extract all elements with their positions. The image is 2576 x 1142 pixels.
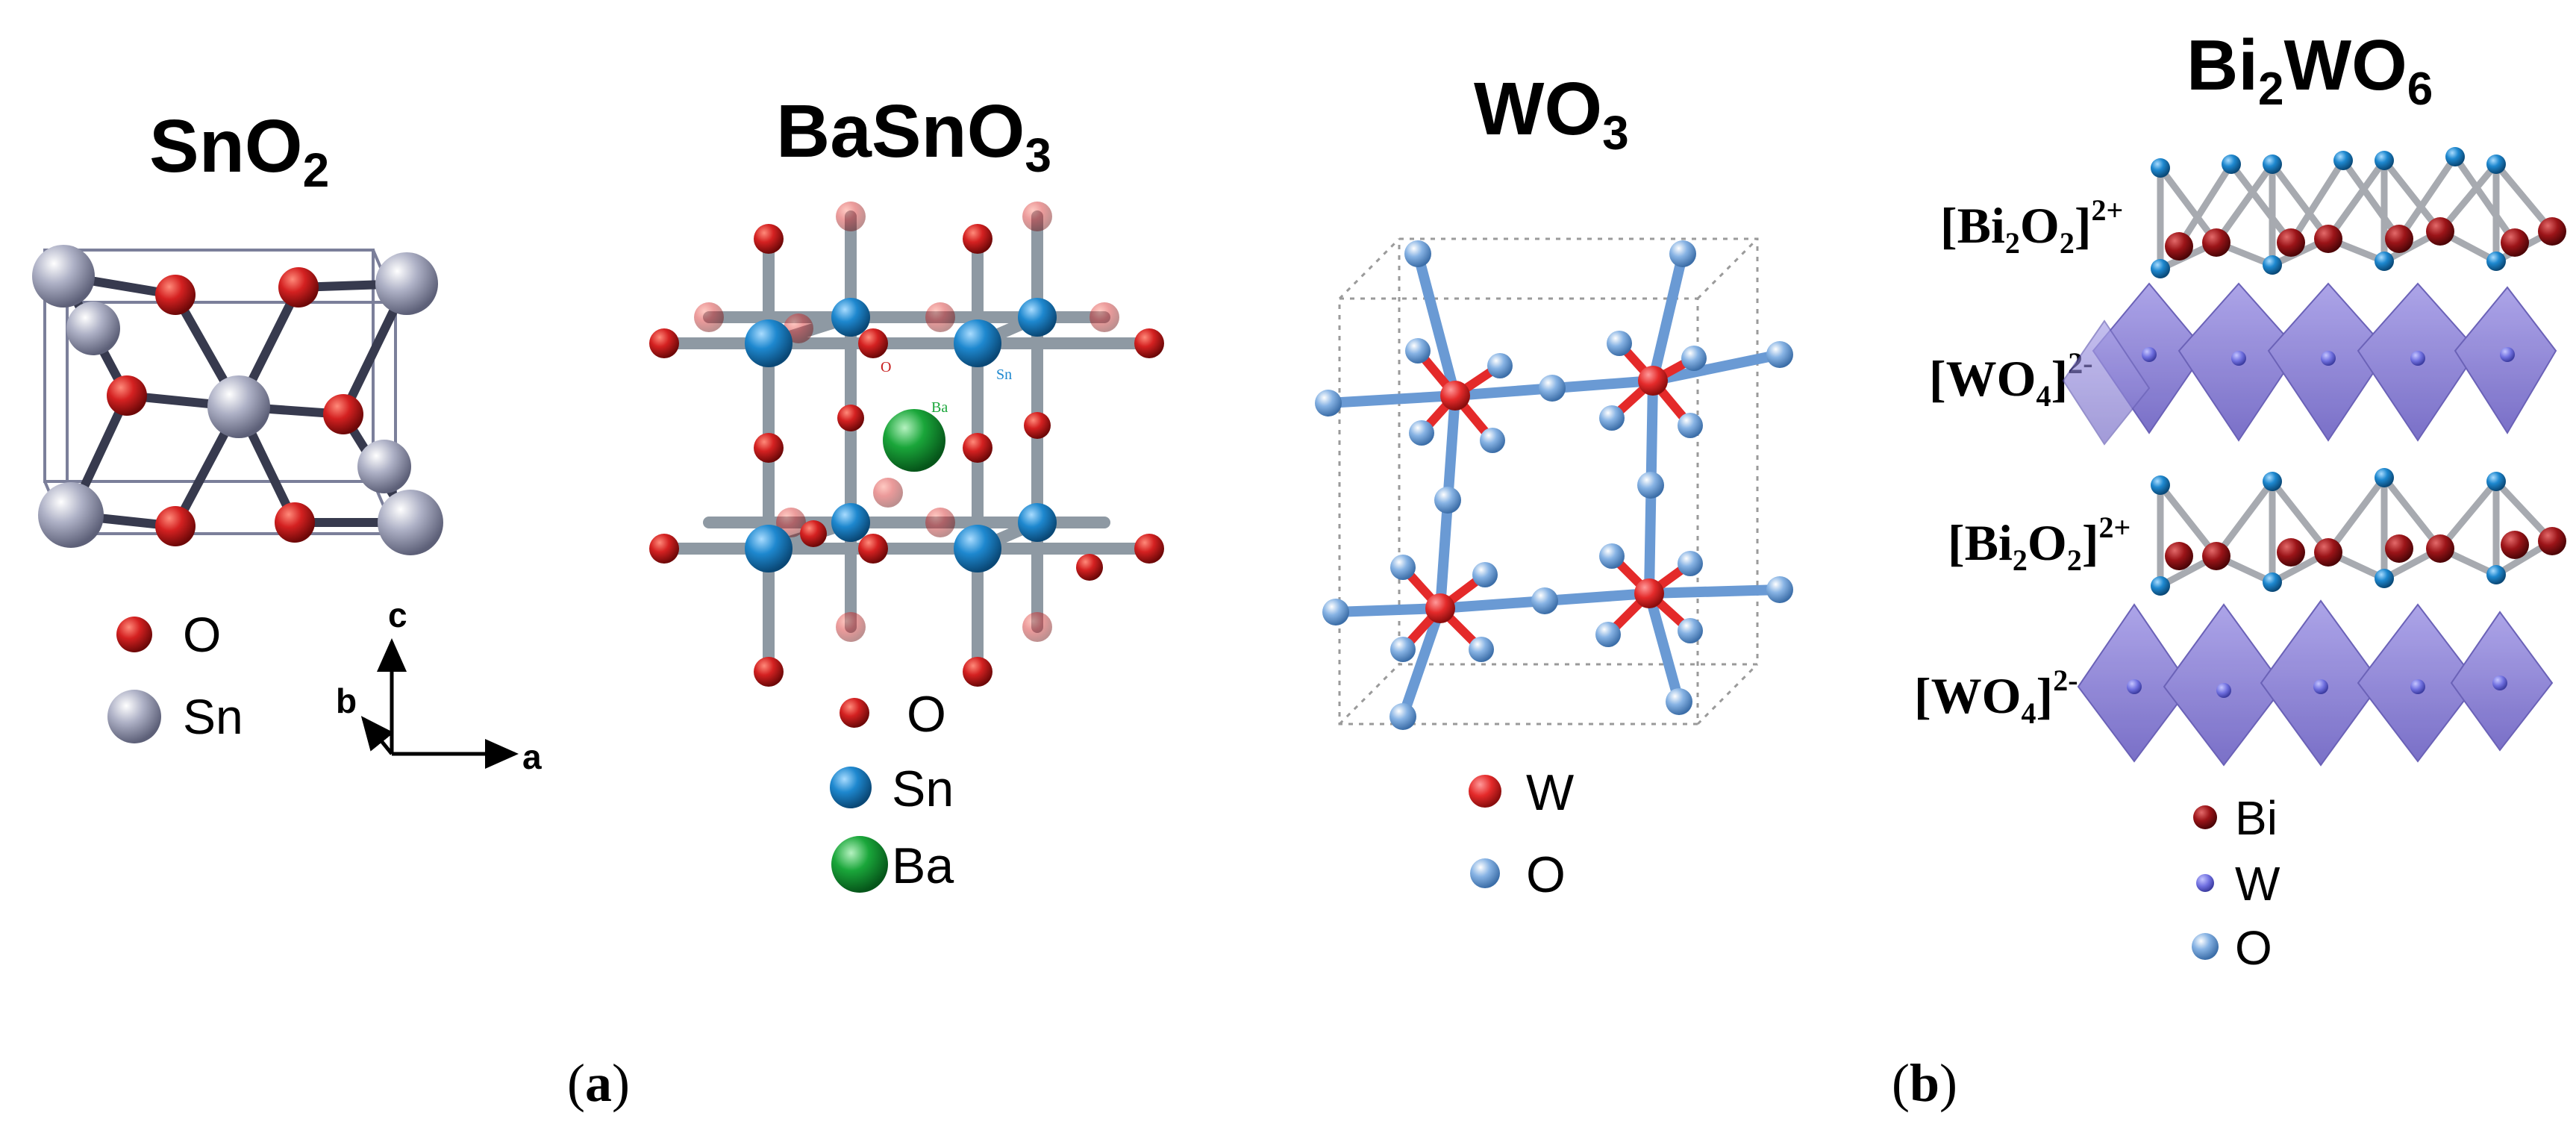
bi2o2-layer-top [2151, 147, 2566, 278]
basno3-legend-ba: Ba [892, 837, 954, 894]
bi2wo6-legend-bi: Bi [2235, 791, 2278, 845]
bi2wo6-legend: Bi W O [2192, 791, 2280, 975]
layer-label-bi2o2-top: [Bi2O2]2+ [1940, 193, 2123, 260]
basno3-title: BaSnO3 [776, 90, 1051, 182]
wo3-legend-w: W [1526, 764, 1574, 821]
layer-label-wo4-top: [WO4]2- [1929, 346, 2093, 413]
bi2wo6-legend-w: W [2235, 857, 2280, 911]
oxygen-legend-icon [2192, 933, 2219, 960]
wo3-panel: WO3 [1315, 67, 1793, 903]
basno3-atom-label-ba: Ba [931, 399, 948, 416]
wo4-layer-top [2062, 282, 2557, 446]
sno2-legend-o: O [183, 607, 221, 662]
bi2o2-layer-bottom [2151, 468, 2566, 596]
wo3-legend: W O [1469, 764, 1574, 903]
axis-triad: c b a [336, 596, 542, 776]
wo3-title: WO3 [1474, 67, 1629, 160]
basno3-panel: BaSnO3 [649, 90, 1164, 894]
sno2-panel: SnO2 [32, 104, 542, 776]
sno2-title: SnO2 [149, 104, 329, 197]
wo3-structure [1315, 237, 1793, 730]
sno2-legend-sn: Sn [183, 689, 243, 744]
tin-legend-icon [107, 690, 161, 743]
barium-legend-icon [831, 836, 888, 893]
tungsten-legend-icon [2196, 874, 2214, 892]
caption-a: (a) [567, 1053, 630, 1113]
bismuth-legend-icon [2193, 805, 2217, 829]
basno3-legend: O Sn Ba [830, 686, 954, 894]
oxygen-legend-icon [1470, 858, 1500, 888]
tin-legend-icon [830, 767, 872, 808]
b-axis-label: b [336, 681, 357, 720]
b-axis-arrow [360, 716, 394, 755]
wo3-legend-o: O [1526, 846, 1566, 903]
layer-label-wo4-bottom: [WO4]2- [1914, 664, 2078, 730]
basno3-atom-label-sn: Sn [996, 366, 1012, 383]
tungsten-legend-icon [1469, 775, 1501, 808]
caption-b: (b) [1892, 1053, 1957, 1113]
basno3-atom-label-o: O [881, 359, 891, 375]
sno2-legend: O Sn [107, 607, 243, 744]
sno2-structure [32, 245, 443, 555]
basno3-legend-sn: Sn [892, 761, 954, 817]
bi2wo6-panel: Bi2WO6 [Bi2O2]2+ [WO4]2- [Bi2O2]2+ [WO4]… [1914, 25, 2566, 975]
bi2wo6-title: Bi2WO6 [2186, 25, 2433, 115]
oxygen-legend-icon [116, 617, 152, 652]
c-axis-label: c [388, 596, 407, 634]
a-axis-label: a [522, 737, 542, 776]
layer-label-bi2o2-bottom: [Bi2O2]2+ [1948, 511, 2130, 577]
basno3-structure: O Sn Ba [649, 202, 1164, 687]
bi2wo6-structure [2062, 147, 2566, 767]
basno3-legend-o: O [907, 686, 946, 743]
oxygen-legend-icon [840, 698, 869, 728]
bi2wo6-legend-o: O [2235, 921, 2272, 975]
